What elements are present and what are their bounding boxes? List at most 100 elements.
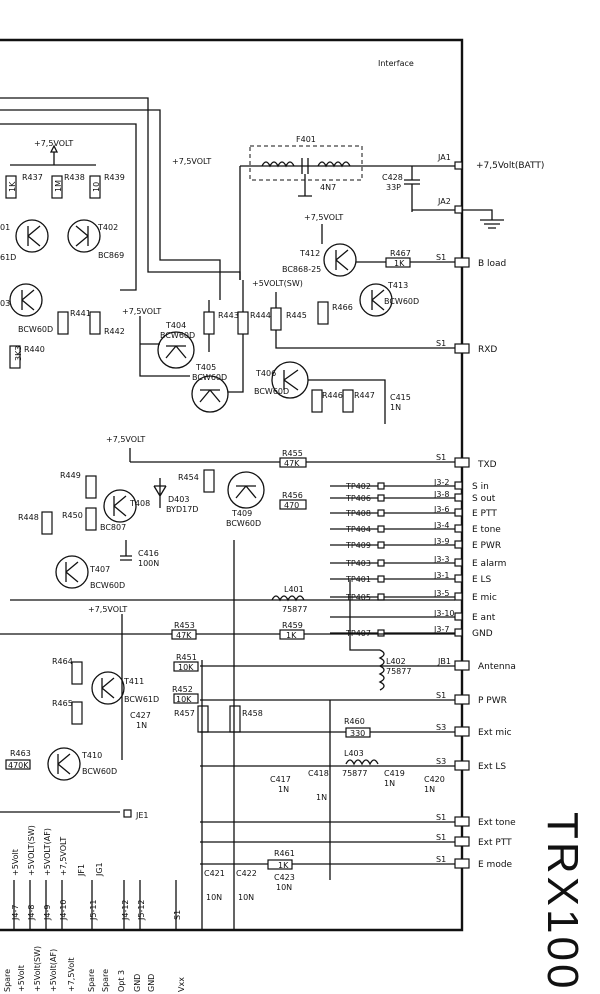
j3-pin-label: J3-8	[433, 490, 449, 499]
transistor-t405-icon	[191, 375, 229, 413]
arrow-icon	[49, 144, 59, 153]
j3-pin-label: J3-9	[433, 537, 449, 546]
j3-pin[interactable]	[454, 628, 463, 637]
j3-pin[interactable]	[454, 493, 463, 502]
svg-text:T406: T406	[255, 369, 276, 378]
svg-text:RXD: RXD	[478, 345, 497, 355]
test-point-label: TP409	[345, 541, 371, 550]
svg-text:+7,5VOLT: +7,5VOLT	[106, 435, 145, 444]
svg-text:330: 330	[350, 729, 365, 738]
connector-ja2[interactable]	[454, 205, 463, 214]
svg-text:C416: C416	[138, 549, 159, 558]
transistor-t409-icon	[227, 471, 265, 509]
j3-signal-label: E PTT	[472, 509, 497, 519]
pin-label: JB1	[437, 657, 451, 666]
bottom-signal-label: Spare	[87, 969, 96, 992]
resistor-body	[173, 661, 199, 672]
bus-label: S1	[436, 833, 446, 842]
test-point[interactable]	[377, 541, 385, 549]
connector-pin[interactable]	[454, 816, 470, 827]
test-point[interactable]	[377, 593, 385, 601]
resistor-body	[9, 345, 21, 369]
connector-ca[interactable]	[454, 343, 470, 354]
svg-text:C422: C422	[236, 869, 257, 878]
svg-text:BCW60D: BCW60D	[192, 373, 227, 382]
svg-text:T408: T408	[129, 499, 150, 508]
test-point[interactable]	[377, 494, 385, 502]
test-point[interactable]	[377, 559, 385, 567]
connector-signal-label: Antenna	[478, 662, 516, 672]
j3-pin[interactable]	[454, 612, 463, 621]
test-point[interactable]	[377, 509, 385, 517]
svg-text:1N: 1N	[384, 779, 395, 788]
svg-text:JA2: JA2	[437, 197, 451, 206]
supply-rail	[10, 152, 96, 166]
bottom-signal-label: +7,5Volt	[67, 957, 76, 992]
connector-pin[interactable]	[454, 858, 470, 869]
svg-text:R455: R455	[282, 449, 303, 458]
connector-pin[interactable]	[454, 694, 470, 705]
resistor-body	[5, 175, 17, 199]
svg-text:T409: T409	[231, 509, 252, 518]
connector-pin[interactable]	[454, 726, 470, 737]
connector-signal-label: E mode	[478, 860, 513, 870]
svg-text:+7,5VOLT: +7,5VOLT	[88, 605, 127, 614]
svg-text:R444: R444	[250, 311, 271, 320]
j3-pin[interactable]	[454, 592, 463, 601]
j3-pin[interactable]	[454, 524, 463, 533]
test-point-label: TP404	[345, 525, 371, 534]
test-point[interactable]	[377, 525, 385, 533]
svg-text:R437: R437	[22, 173, 43, 182]
connector-signal-label: Ext LS	[478, 762, 506, 772]
test-point-label: TP405	[345, 593, 371, 602]
svg-text:1N: 1N	[424, 785, 435, 794]
j3-signal-label: GND	[472, 629, 493, 639]
j3-pin[interactable]	[454, 574, 463, 583]
test-point-label: TP401	[345, 575, 371, 584]
svg-text:BCW60D: BCW60D	[226, 519, 261, 528]
svg-text:R440: R440	[24, 345, 45, 354]
bottom-signal-label: Vxx	[177, 977, 186, 992]
transistor-t411-icon	[91, 671, 125, 705]
j3-pin-label: J3-6	[433, 505, 449, 514]
svg-text:C417: C417	[270, 775, 291, 784]
connector-je1[interactable]	[123, 809, 132, 818]
bus-line	[0, 123, 137, 291]
resistor-body	[71, 701, 83, 725]
connector-pin[interactable]	[454, 836, 470, 847]
j3-pin[interactable]	[454, 481, 463, 490]
connector-pin[interactable]	[454, 660, 470, 671]
j3-pin[interactable]	[454, 558, 463, 567]
connector-b2[interactable]	[454, 457, 470, 468]
svg-text:47K: 47K	[176, 631, 192, 640]
svg-text:1K: 1K	[8, 181, 17, 192]
svg-text:C415: C415	[390, 393, 411, 402]
transistor-t408-icon	[103, 489, 137, 523]
svg-text:S1: S1	[436, 453, 446, 462]
test-point[interactable]	[377, 482, 385, 490]
j3-pin[interactable]	[454, 540, 463, 549]
svg-text:R448: R448	[18, 513, 39, 522]
j3-pin-label: J3-3	[433, 555, 449, 564]
svg-text:R446: R446	[322, 391, 343, 400]
bottom-supply-label: +5VOLT(SW)	[27, 825, 36, 876]
svg-text:T410: T410	[81, 751, 102, 760]
j3-pin[interactable]	[454, 508, 463, 517]
test-point[interactable]	[377, 575, 385, 583]
svg-text:T412: T412	[299, 249, 320, 258]
svg-text:03: 03	[0, 299, 10, 308]
resistor-body	[345, 727, 371, 738]
resistor-body	[197, 705, 209, 733]
filter-f401-box	[249, 145, 363, 181]
connector-pin[interactable]	[454, 760, 470, 771]
svg-text:R456: R456	[282, 491, 303, 500]
connector-ja1[interactable]	[454, 161, 463, 170]
bottom-supply-label: +5Volt	[11, 849, 20, 876]
resistor-body	[85, 507, 97, 531]
test-point[interactable]	[377, 629, 385, 637]
svg-text:T411: T411	[123, 677, 144, 686]
svg-text:R466: R466	[332, 303, 353, 312]
resistor-body	[279, 629, 305, 640]
connector-c7[interactable]	[454, 257, 470, 268]
